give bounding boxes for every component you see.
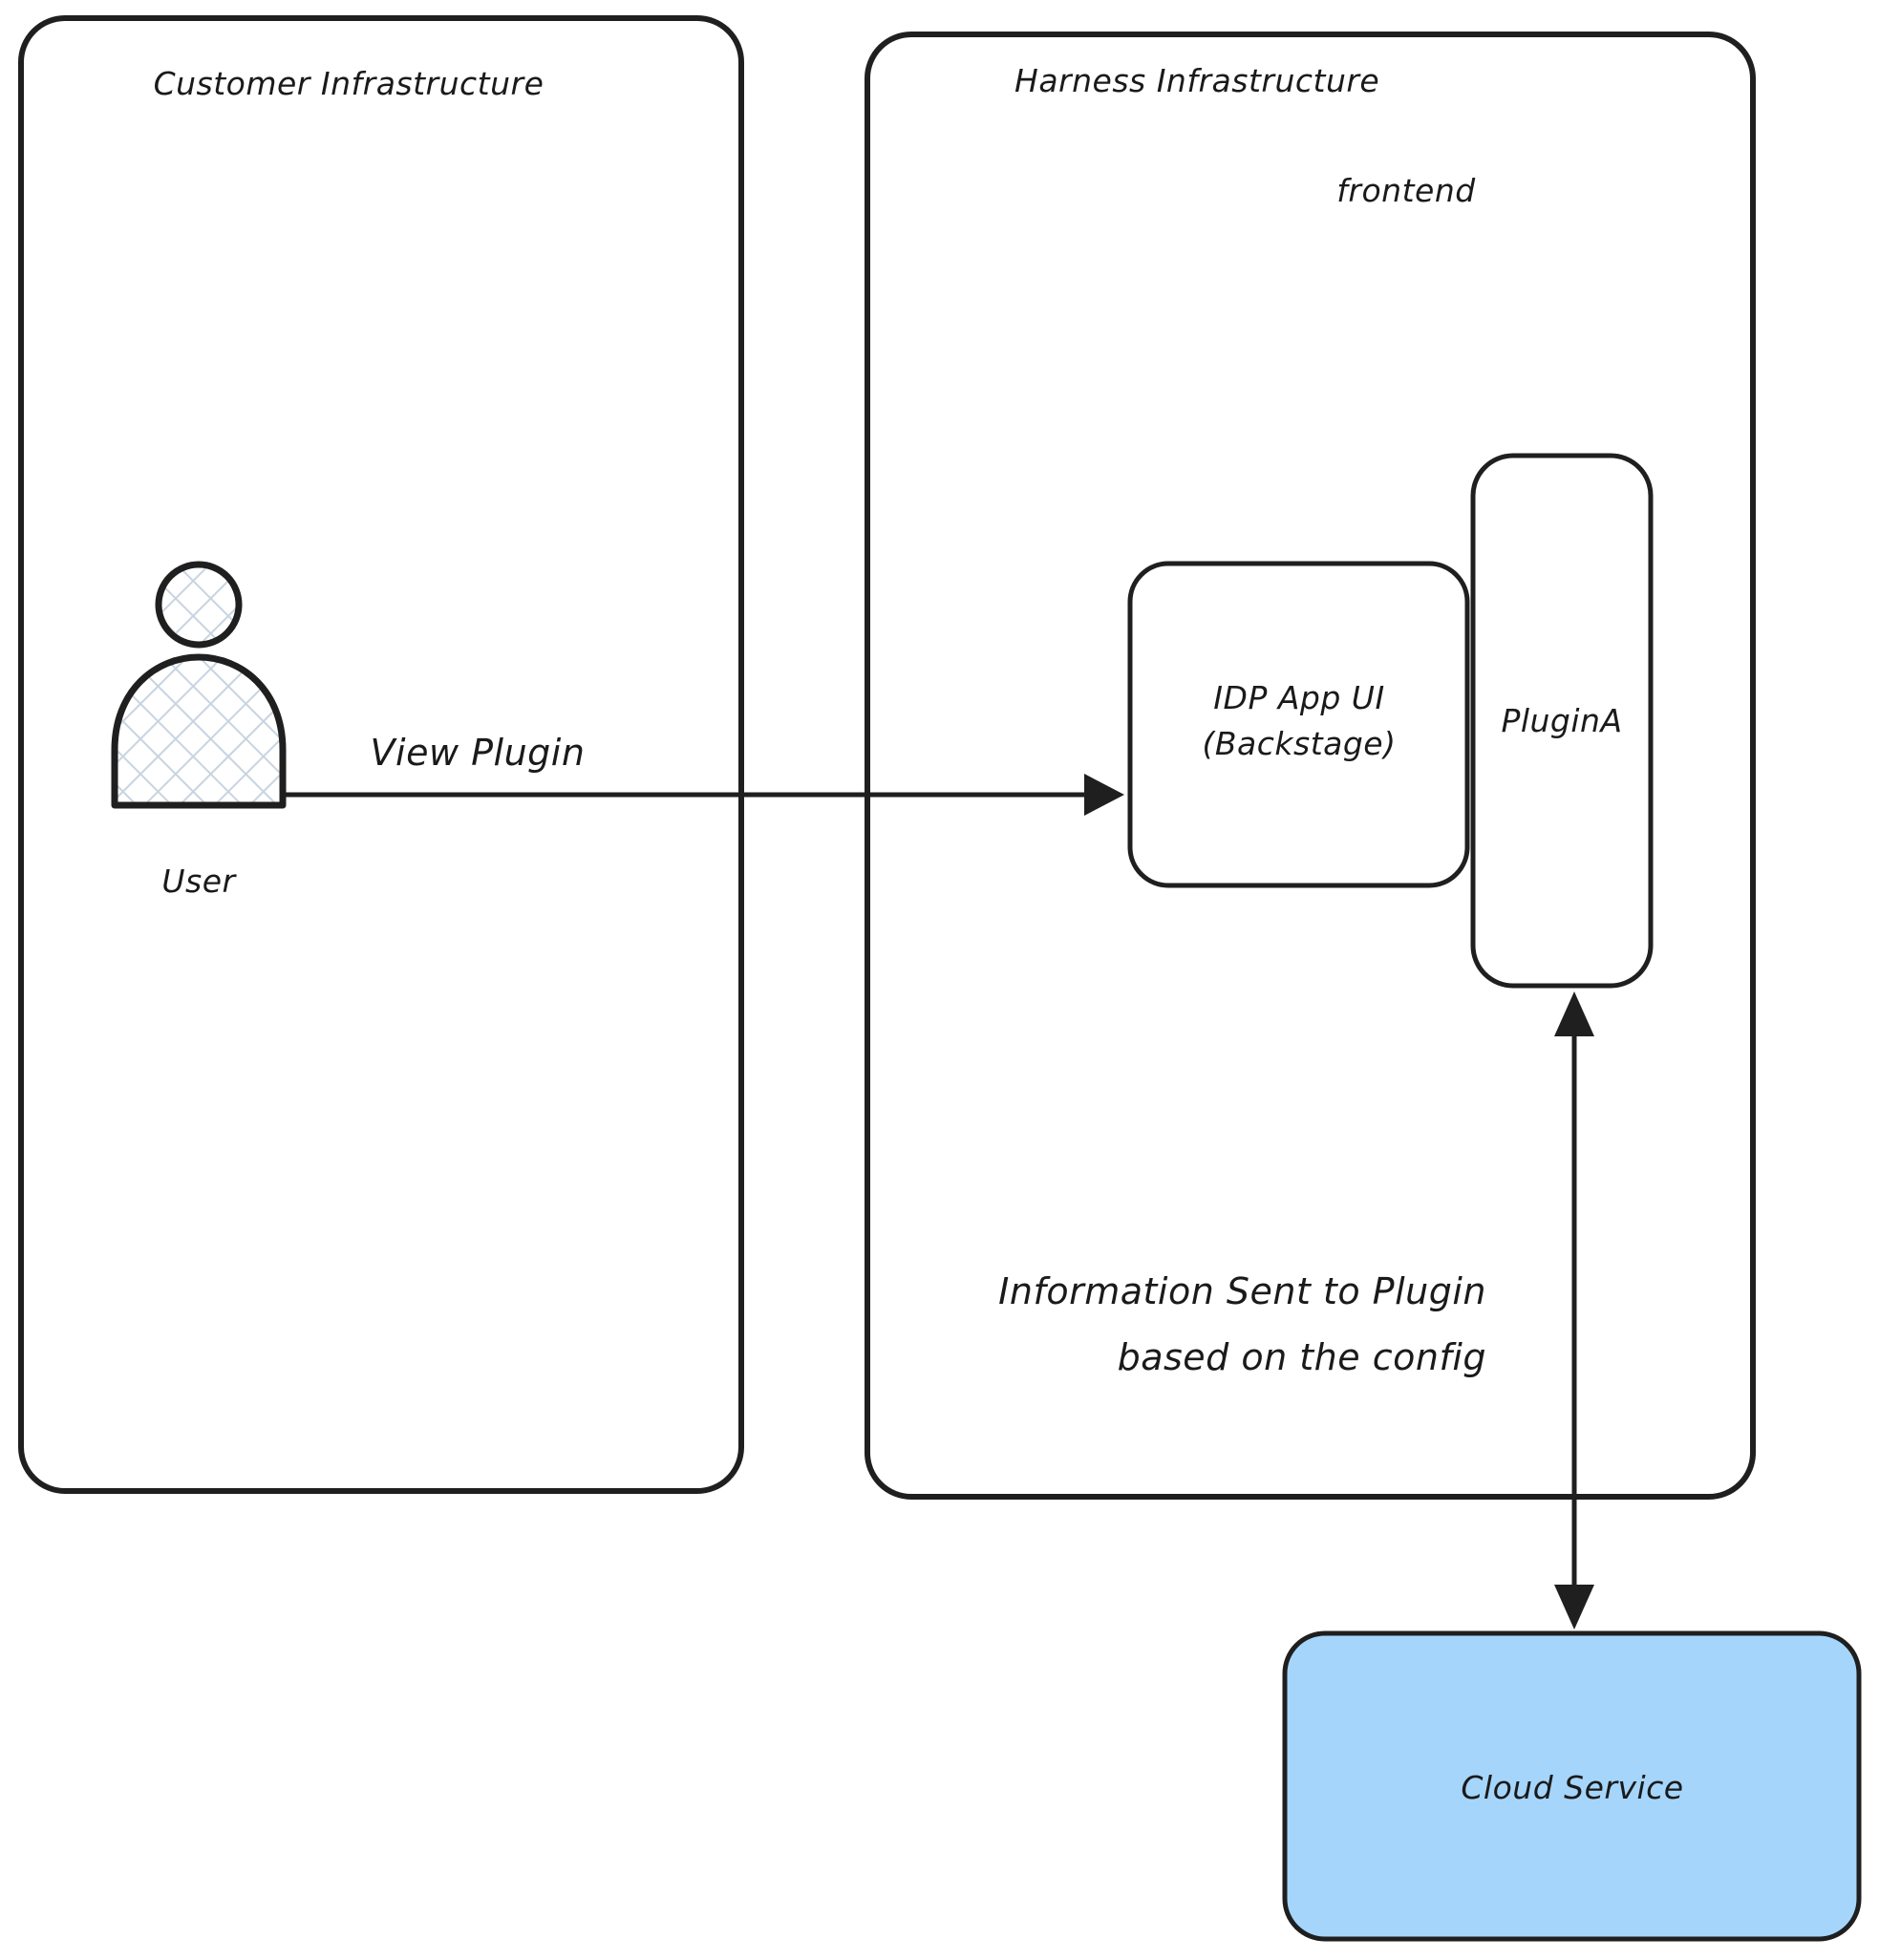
- group-harness-infrastructure: Harness Infrastructure frontend: [865, 32, 1756, 1500]
- user-head-icon: [155, 561, 243, 649]
- node-plugin-a[interactable]: PluginA: [1470, 453, 1654, 989]
- user-body: [111, 653, 287, 809]
- edge-plugin-to-cloud-arrowhead-up: [1554, 991, 1594, 1036]
- edge-user-to-idp-app-ui: View Plugin: [203, 732, 1124, 816]
- idp-app-ui-label-line2: (Backstage): [1203, 725, 1397, 762]
- edge-plugin-to-cloud-arrowhead-down: [1554, 1585, 1594, 1630]
- edge-plugin-to-cloud: Information Sent to Plugin based on the …: [998, 991, 1594, 1630]
- edge-user-to-idp-label: View Plugin: [371, 732, 586, 774]
- edge-plugin-to-cloud-label-line2: based on the config: [1118, 1336, 1486, 1378]
- node-idp-app-ui[interactable]: IDP App UI (Backstage): [1127, 561, 1470, 888]
- group-customer-infrastructure: Customer Infrastructure: [18, 15, 744, 1494]
- harness-frontend-sublabel: frontend: [1336, 172, 1476, 209]
- plugin-a-label: PluginA: [1501, 702, 1622, 739]
- edge-plugin-to-cloud-label-line1: Information Sent to Plugin: [998, 1270, 1486, 1312]
- node-user-actor[interactable]: User: [111, 561, 287, 900]
- customer-infrastructure-boundary: [18, 15, 744, 1494]
- harness-infrastructure-title: Harness Infrastructure: [1014, 62, 1379, 99]
- harness-infrastructure-boundary: [865, 32, 1756, 1500]
- idp-app-ui-label-line1: IDP App UI: [1213, 679, 1384, 716]
- edge-user-to-idp-arrowhead: [1084, 774, 1124, 816]
- idp-app-ui-box[interactable]: [1127, 561, 1470, 888]
- node-cloud-service[interactable]: Cloud Service: [1282, 1630, 1862, 1942]
- cloud-service-box[interactable]: [1282, 1630, 1862, 1942]
- user-label: User: [161, 863, 237, 900]
- cloud-service-label: Cloud Service: [1461, 1769, 1683, 1806]
- plugin-a-box[interactable]: [1470, 453, 1654, 989]
- customer-infrastructure-title: Customer Infrastructure: [154, 65, 544, 102]
